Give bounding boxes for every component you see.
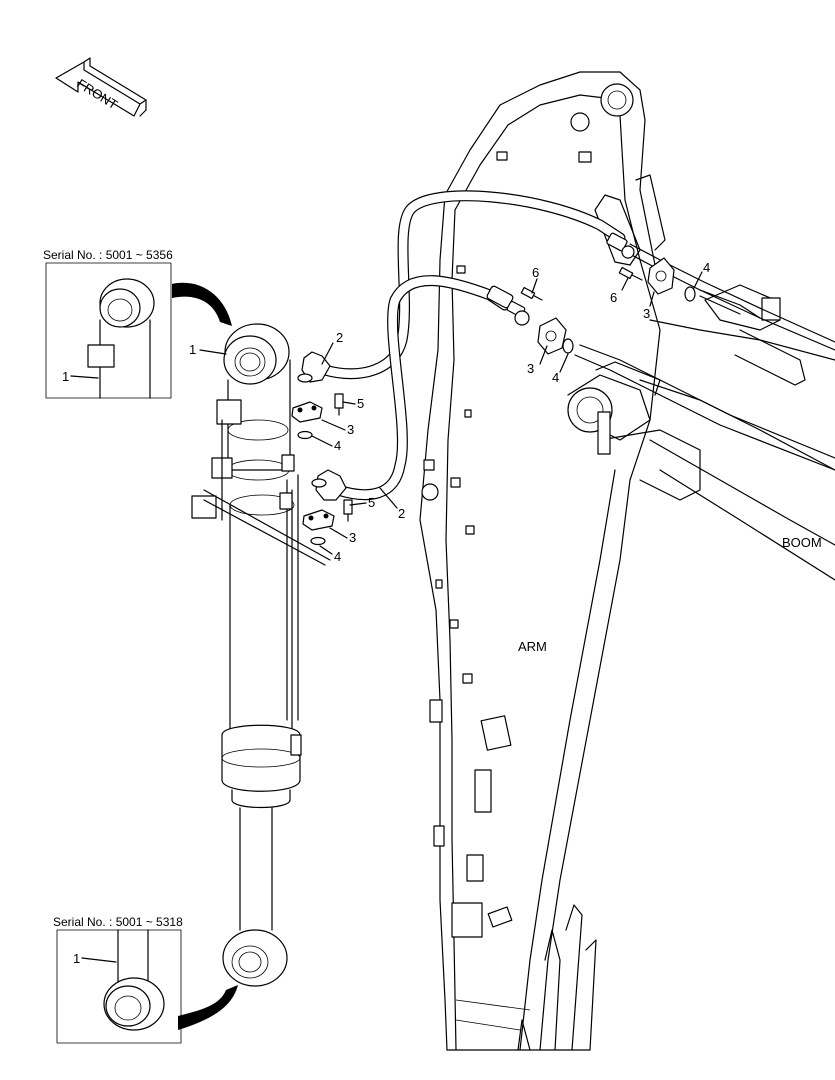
hose-upper <box>319 190 626 380</box>
callout-bolt-right: 6 <box>610 290 617 305</box>
inset-upper-callout: 1 <box>62 369 69 384</box>
callout-leaders <box>199 271 741 555</box>
inset-lower: Serial No. : 5001 ~ 5318 1 <box>53 915 183 1044</box>
callout-oring-right: 4 <box>703 260 710 275</box>
front-direction-arrow: FRONT <box>55 57 147 117</box>
inset-lower-serial: Serial No. : 5001 ~ 5318 <box>53 915 183 929</box>
inset-upper: Serial No. : 5001 ~ 5356 1 <box>43 248 173 399</box>
flange-assembly-middle <box>520 286 574 355</box>
arm-structure <box>419 71 666 1051</box>
callout-numbers: 1 2 2 5 3 4 5 3 4 6 3 4 6 3 4 <box>189 260 710 564</box>
callout-bolt-lower: 5 <box>368 495 375 510</box>
callout-hose-upper: 2 <box>336 330 343 345</box>
callout-flange-lower: 3 <box>349 530 356 545</box>
callout-flange-middle: 3 <box>527 361 534 376</box>
flange-assembly-right <box>618 257 696 302</box>
arm-cylinder <box>191 323 331 987</box>
callout-bolt-upper: 5 <box>357 396 364 411</box>
callout-bolt-middle: 6 <box>532 265 539 280</box>
callout-cylinder: 1 <box>189 342 196 357</box>
boom-label: BOOM <box>782 535 822 550</box>
callout-flange-upper: 3 <box>347 422 354 437</box>
callout-hose-lower: 2 <box>398 506 405 521</box>
boom-structure <box>567 284 835 581</box>
cylinder-flange-lower <box>302 499 353 546</box>
hose-fittings <box>297 232 635 501</box>
callout-oring-upper: 4 <box>334 438 341 453</box>
hose-lower <box>332 275 511 501</box>
cylinder-flange-upper <box>291 393 344 440</box>
arm-label: ARM <box>518 639 547 654</box>
arm-steel-pipes <box>574 243 835 471</box>
inset-pointer-arrows <box>172 282 238 1030</box>
callout-oring-lower: 4 <box>334 549 341 564</box>
callout-flange-right: 3 <box>643 306 650 321</box>
callout-oring-middle: 4 <box>552 370 559 385</box>
inset-lower-callout: 1 <box>73 951 80 966</box>
inset-upper-serial: Serial No. : 5001 ~ 5356 <box>43 248 173 262</box>
